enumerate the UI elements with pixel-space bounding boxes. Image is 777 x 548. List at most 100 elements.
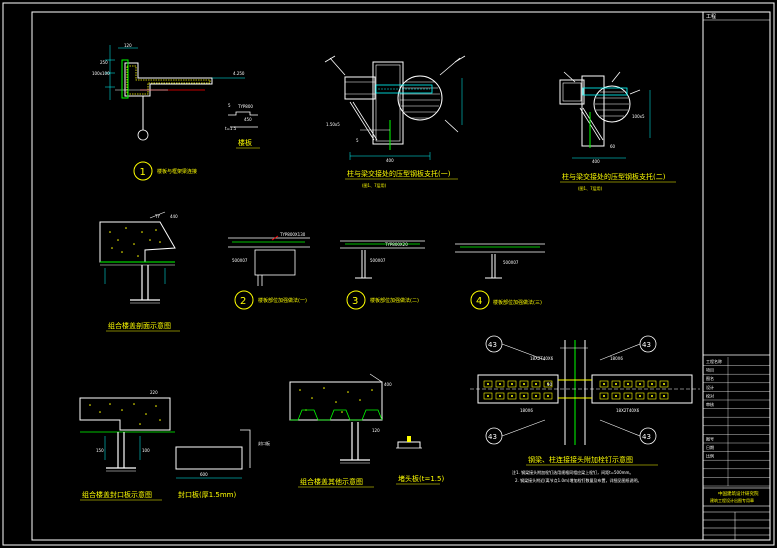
title-block-company: 中国建筑设计研究院 <box>718 490 759 497</box>
stud-box <box>483 392 493 400</box>
stud-dot <box>499 383 501 385</box>
col2-subcaption: (图1、7层用) <box>578 185 603 191</box>
detail-column-deck-support-2: 400 100x5 60 柱与梁交接处的压型钢板支托(二) (图1、7层用) <box>559 71 676 191</box>
edge-caption: 组合楼盖封口板示意图 <box>82 490 152 499</box>
col2-caption: 柱与梁交接处的压型钢板支托(二) <box>562 172 666 181</box>
d1-number: 1 <box>140 167 146 178</box>
stud-dot <box>535 383 537 385</box>
d1-caption: 楼板与框架梁连接 <box>157 168 197 175</box>
d1-dim-1: 120 <box>124 43 132 48</box>
stud-dot <box>615 395 617 397</box>
title-block-row-label: 审核 <box>706 401 714 407</box>
stud-box <box>599 380 609 388</box>
d4-number-circle <box>470 290 490 310</box>
svg-text:43: 43 <box>642 433 651 441</box>
detail-beam-column-joint: 43 43 43 43 18X2T40X6 180X6 180X6 18X2T4… <box>470 335 700 483</box>
detail-trim-plate: 堵头板(t=1.5) <box>396 436 444 485</box>
d2-dim-2: 500X07 <box>232 258 248 263</box>
stud-dot <box>603 395 605 397</box>
stud-box <box>519 392 529 400</box>
stud-dot <box>639 395 641 397</box>
detail-4: 500X07 4 楼板部位加强做法(三) <box>455 243 545 310</box>
trim-caption: 堵头板(t=1.5) <box>398 474 444 483</box>
joint-dim-1: 18X2T40X6 <box>530 356 554 361</box>
composite-dim-2: 440 <box>170 214 178 219</box>
col1-caption: 柱与梁交接处的压型钢板支托(一) <box>347 169 451 178</box>
stud-dot <box>547 383 549 385</box>
d2-dim-1: TYP800X130 <box>279 232 306 237</box>
title-block-row-label: 项目 <box>706 367 714 373</box>
joint-note-1: 注1. 钢梁接头附加栓钉选用规格同相应梁上栓钉，间距t=500mm。 <box>512 469 633 475</box>
stud-box <box>635 392 645 400</box>
stud-dot <box>651 383 653 385</box>
stud-box <box>635 380 645 388</box>
stud-dot <box>615 383 617 385</box>
stud-dot <box>499 395 501 397</box>
d3-caption: 楼板部位加强做法(二) <box>370 297 419 304</box>
svg-text:43: 43 <box>642 341 651 349</box>
d1-dim-4: 4.250 <box>233 71 245 76</box>
d1-note-value: t=1.5 <box>225 126 237 131</box>
stud-dot <box>663 383 665 385</box>
d3-dim-2: 500X07 <box>370 258 386 263</box>
col2-dim-2: 100x5 <box>632 114 645 119</box>
composite2-dim-1: 400 <box>384 382 392 387</box>
stud-box <box>507 380 517 388</box>
title-block-row-label: 比例 <box>706 453 714 459</box>
stud-dot <box>663 395 665 397</box>
joint-caption: 钢梁、柱连接接头附加栓钉示意图 <box>528 455 633 464</box>
edge-dim-1: 220 <box>150 390 158 395</box>
edge-dim-3: 100 <box>142 448 150 453</box>
joint-callout-bl: 43 <box>485 427 503 445</box>
stud-dot <box>487 383 489 385</box>
stud-box <box>483 380 493 388</box>
d1-dim-2: 250 <box>100 60 108 65</box>
stud-box <box>543 392 553 400</box>
stud-dot <box>511 383 513 385</box>
composite-caption: 组合楼盖剖面示意图 <box>108 321 171 330</box>
d3-dim-1: TYP800X20 <box>384 242 408 247</box>
stud-dot <box>627 395 629 397</box>
d2-number: 2 <box>240 296 246 307</box>
stud-dot <box>651 395 653 397</box>
d3-number: 3 <box>352 296 358 307</box>
composite2-caption: 组合楼盖其他示意图 <box>300 477 363 486</box>
stud-dot <box>639 383 641 385</box>
col1-dim-2: 5 <box>356 138 359 143</box>
stud-box <box>507 392 517 400</box>
stud-box <box>495 392 505 400</box>
col2-dim-3: 60 <box>610 144 616 149</box>
stud-dot <box>523 395 525 397</box>
stud-dot <box>511 395 513 397</box>
d1-note-dim-1: TYP800 <box>237 104 253 109</box>
inner-frame <box>31 11 771 541</box>
joint-callout-tr: 43 <box>639 335 657 353</box>
joint-dim-2: 180X6 <box>610 356 623 361</box>
stud-box <box>611 392 621 400</box>
detail-1: 120 250 100x100 4.250 5 TYP800 450 t=1.5… <box>92 43 260 181</box>
title-block-row-label: 日期 <box>706 444 714 450</box>
stud-box <box>659 380 669 388</box>
title-block-row-label: 图名 <box>706 375 714 381</box>
composite-dim-1: TY <box>154 214 160 219</box>
title-block-top-label: 工程 <box>706 13 716 20</box>
stud-box <box>659 392 669 400</box>
stud-box <box>519 380 529 388</box>
closure-label: 封口板 <box>258 440 270 446</box>
detail-composite-floor-2: 400 120 组合楼盖其他示意图 <box>289 373 392 488</box>
detail-composite-floor: TY 440 组合楼盖剖面示意图 <box>99 211 180 332</box>
stud-dot <box>535 395 537 397</box>
joint-callout-br: 43 <box>639 427 657 445</box>
col1-dim-1: 1.50x5 <box>326 122 340 127</box>
stud-box <box>495 380 505 388</box>
title-block-row-label: 图号 <box>706 435 714 441</box>
stud-box <box>623 380 633 388</box>
d2-number-circle <box>234 290 254 310</box>
closure-caption: 封口板(厚1.5mm) <box>178 490 237 499</box>
stud-dot <box>627 383 629 385</box>
stud-box <box>623 392 633 400</box>
stud-dot <box>487 395 489 397</box>
